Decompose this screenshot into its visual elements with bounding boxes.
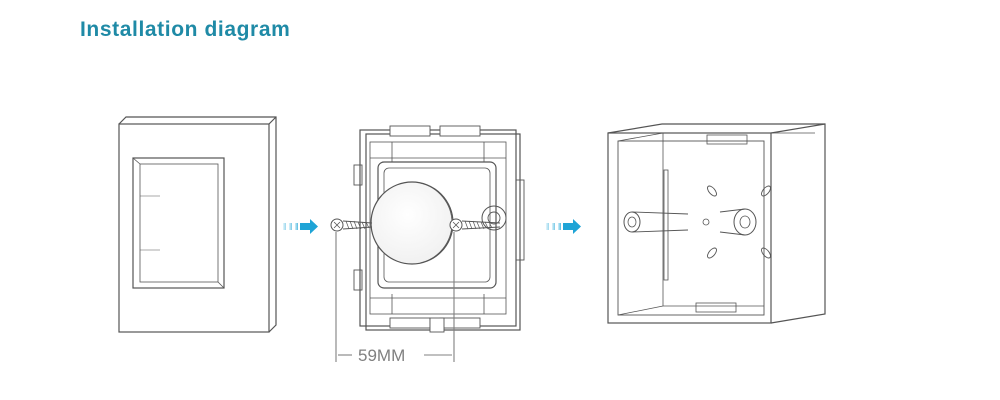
dimmer-module-icon [330, 125, 525, 333]
arrow-icon [546, 219, 581, 234]
dimension-marker [335, 232, 455, 362]
wall-box-icon [607, 123, 826, 324]
arrow-icon [283, 219, 318, 234]
cover-frame-icon [118, 116, 277, 333]
diagram-title: Installation diagram [80, 18, 291, 41]
dimension-label: 59MM [358, 346, 405, 365]
